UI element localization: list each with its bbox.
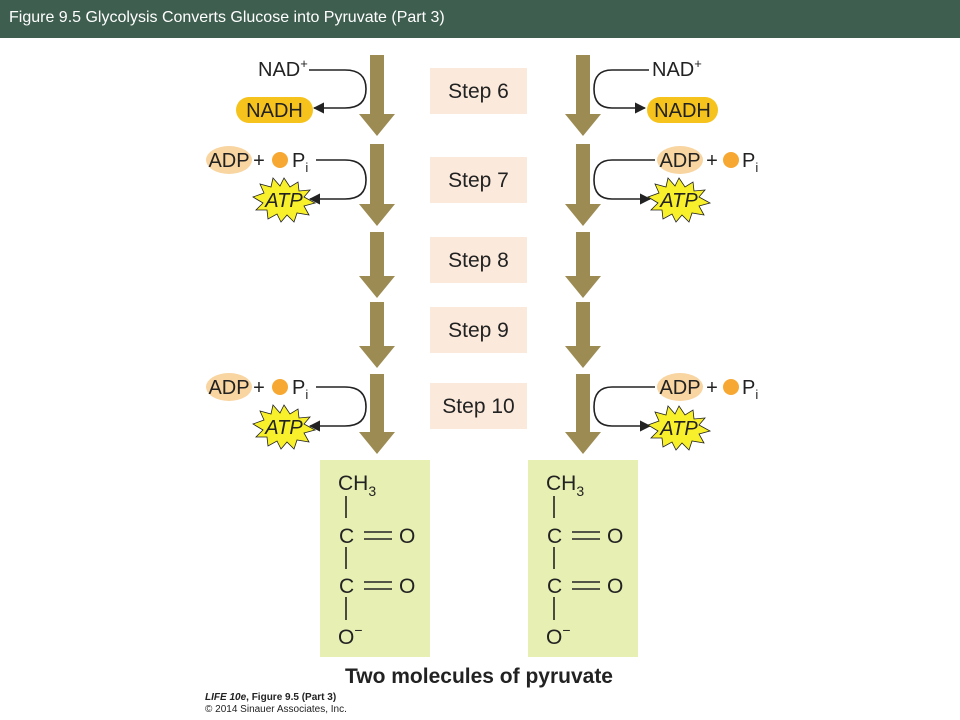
oxygen-atom: O	[607, 525, 623, 548]
adp-oval	[206, 146, 252, 174]
arrow-left-step-8	[359, 232, 395, 298]
carboxyl-carbon: C	[339, 575, 354, 598]
phosphate-dot	[723, 152, 739, 168]
oxygen-atom: O	[399, 525, 415, 548]
step-6-label: Step 6	[448, 80, 509, 103]
left-step-10-reaction: ADP + Pi ATP	[206, 373, 367, 450]
arrow-right-step-7	[565, 144, 601, 226]
copyright-text: © 2014 Sinauer Associates, Inc.	[205, 704, 347, 715]
right-step-7-reaction: ADP + Pi ATP	[593, 146, 758, 223]
carbonyl-carbon: C	[339, 525, 354, 548]
oxyanion: O−	[546, 622, 571, 649]
arrow-right-step-6	[565, 55, 601, 136]
oxygen-atom: O	[399, 575, 415, 598]
figure-credit: LIFE 10e, Figure 9.5 (Part 3) © 2014 Sin…	[205, 692, 445, 716]
flow-arrows	[359, 55, 601, 454]
nad-label: NAD+	[652, 56, 702, 81]
molecule-box	[320, 460, 430, 657]
left-step-6-reaction: NAD+ NADH	[236, 56, 367, 123]
arrow-right-step-10	[565, 374, 601, 454]
curved-arrow	[308, 159, 367, 205]
adp-label: ADP	[208, 377, 249, 399]
page-title: Figure 9.5 Glycolysis Converts Glucose i…	[9, 9, 445, 26]
pi-label: Pi	[292, 377, 308, 402]
left-step-7-reaction: ADP + Pi ATP	[206, 146, 367, 223]
molecule-box	[528, 460, 638, 657]
atp-label: ATP	[659, 190, 698, 212]
oxygen-atom: O	[607, 575, 623, 598]
arrow-left-step-6	[359, 55, 395, 136]
right-step-6-reaction: NAD+ NADH	[593, 56, 718, 123]
figure-reference: , Figure 9.5 (Part 3)	[246, 692, 337, 703]
step-7-box	[430, 157, 527, 203]
arrow-left-step-10	[359, 374, 395, 454]
step-8-box	[430, 237, 527, 283]
phosphate-dot	[723, 379, 739, 395]
plus-sign: +	[253, 150, 265, 172]
pi-label: Pi	[292, 150, 308, 175]
plus-sign: +	[706, 150, 718, 172]
curved-arrow	[593, 386, 655, 432]
curved-arrow	[593, 159, 655, 205]
nadh-label: NADH	[246, 100, 303, 122]
carboxyl-carbon: C	[547, 575, 562, 598]
adp-oval	[206, 373, 252, 401]
right-step-10-reaction: ADP + Pi ATP	[593, 373, 758, 451]
arrow-right-step-9	[565, 302, 601, 368]
atp-label: ATP	[264, 417, 303, 439]
step-9-label: Step 9	[448, 319, 509, 342]
pi-label: Pi	[742, 377, 758, 402]
pyruvate-molecule-right: CH3 C O C O O−	[528, 460, 638, 657]
step-8-label: Step 8	[448, 249, 509, 272]
phosphate-dot	[272, 152, 288, 168]
adp-oval	[657, 146, 703, 174]
nad-label: NAD+	[258, 56, 308, 81]
curved-arrow	[309, 69, 367, 114]
nadh-pill	[236, 97, 313, 123]
pyruvate-molecule-left: CH3 C O C O O−	[320, 460, 430, 657]
pyruvate-caption: Two molecules of pyruvate	[345, 665, 613, 688]
methyl-group: CH3	[546, 472, 584, 499]
step-9-box	[430, 307, 527, 353]
adp-oval	[657, 373, 703, 401]
plus-sign: +	[253, 377, 265, 399]
carbonyl-carbon: C	[547, 525, 562, 548]
curved-arrow	[308, 386, 367, 432]
atp-label: ATP	[264, 190, 303, 212]
glycolysis-diagram: Step 6 Step 7 Step 8 Step 9 Step 10 NAD+…	[206, 55, 758, 688]
adp-label: ADP	[659, 150, 700, 172]
adp-label: ADP	[208, 150, 249, 172]
methyl-group: CH3	[338, 472, 376, 499]
step-10-label: Step 10	[442, 395, 514, 418]
plus-sign: +	[706, 377, 718, 399]
book-title: LIFE 10e	[205, 692, 247, 703]
nadh-pill	[647, 97, 718, 123]
header-bar: Figure 9.5 Glycolysis Converts Glucose i…	[0, 0, 960, 38]
arrow-left-step-9	[359, 302, 395, 368]
step-boxes: Step 6 Step 7 Step 8 Step 9 Step 10	[430, 68, 527, 429]
step-10-box	[430, 383, 527, 429]
atp-label: ATP	[659, 418, 698, 440]
oxyanion: O−	[338, 622, 363, 649]
curved-arrow	[593, 69, 649, 114]
phosphate-dot	[272, 379, 288, 395]
step-6-box	[430, 68, 527, 114]
arrow-right-step-8	[565, 232, 601, 298]
pi-label: Pi	[742, 150, 758, 175]
nadh-label: NADH	[654, 100, 711, 122]
figure-source: LIFE 10e, Figure 9.5 (Part 3)	[205, 692, 445, 704]
arrow-left-step-7	[359, 144, 395, 226]
step-7-label: Step 7	[448, 169, 509, 192]
adp-label: ADP	[659, 377, 700, 399]
